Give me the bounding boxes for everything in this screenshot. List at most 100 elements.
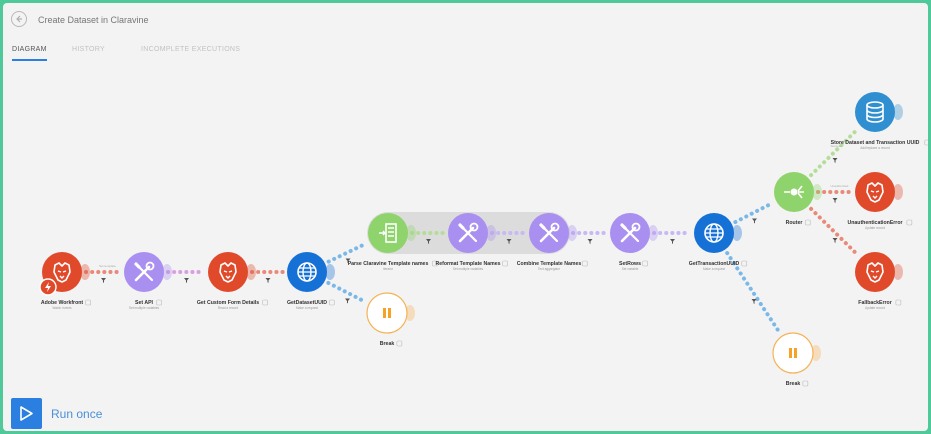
module-info-icon[interactable]	[895, 299, 902, 306]
module-connector[interactable]	[812, 184, 822, 200]
module-label: Parse Claravine Template names	[348, 261, 429, 267]
module-bubble[interactable]	[368, 213, 408, 253]
module-connector[interactable]	[732, 225, 742, 241]
module-info-icon[interactable]	[906, 219, 913, 226]
module-info-icon[interactable]	[581, 260, 588, 267]
filter-icon[interactable]	[345, 258, 351, 264]
filter-icon[interactable]	[345, 298, 350, 304]
filter-icon[interactable]	[832, 238, 838, 243]
module-info-icon[interactable]	[328, 299, 335, 306]
module-label: SetRows	[619, 261, 641, 267]
module-break-2[interactable]: Break	[772, 332, 821, 387]
tab-history[interactable]: HISTORY	[72, 46, 105, 53]
module-info-icon[interactable]	[802, 380, 809, 387]
connection-router-to-fallback-error	[809, 206, 860, 258]
module-break-1[interactable]: Break	[366, 292, 415, 347]
module-connector[interactable]	[648, 225, 658, 241]
module-connector[interactable]	[486, 225, 496, 241]
module-info-icon[interactable]	[804, 219, 811, 226]
filter-icon[interactable]	[752, 218, 757, 224]
module-bubble[interactable]	[366, 292, 408, 334]
filter-icon[interactable]	[184, 278, 189, 283]
connection-line	[725, 251, 782, 335]
module-bubble[interactable]	[855, 92, 895, 132]
pause-icon	[789, 348, 797, 358]
module-connector[interactable]	[406, 225, 416, 241]
run-once-label[interactable]: Run once	[51, 407, 103, 421]
filter-icon[interactable]	[101, 278, 106, 283]
filter-icon[interactable]	[751, 299, 757, 304]
module-info-icon[interactable]	[156, 299, 162, 306]
module-sublabel: Set variable	[622, 267, 639, 271]
run-once-button[interactable]	[11, 398, 42, 429]
connection-get-dataset-uuid-to-break-1	[326, 280, 368, 305]
module-info-icon[interactable]	[642, 260, 648, 267]
module-connector[interactable]	[567, 225, 577, 241]
connection-get-transaction-uuid-to-break-2	[725, 251, 782, 335]
back-button[interactable]	[11, 11, 27, 27]
module-info-icon[interactable]	[924, 139, 928, 146]
module-label: FallbackError	[858, 300, 891, 306]
lion-icon	[53, 262, 71, 283]
module-bubble[interactable]	[772, 332, 814, 374]
connection-adobe-workfront-to-set-api: Set template	[84, 264, 122, 283]
module-sublabel: Set multiple variables	[453, 267, 484, 271]
module-sublabel: Make a request	[703, 267, 725, 271]
module-connector[interactable]	[246, 264, 256, 280]
filter-icon[interactable]	[426, 239, 431, 244]
module-info-icon[interactable]	[396, 340, 403, 347]
filter-icon[interactable]	[670, 239, 675, 244]
globe-icon	[704, 223, 724, 243]
module-bubble[interactable]	[855, 172, 895, 212]
scenario-editor: Create Dataset in Claravine DIAGRAM HIST…	[3, 3, 928, 431]
lion-icon	[219, 262, 237, 283]
module-connector[interactable]	[811, 345, 821, 361]
tab-diagram[interactable]: DIAGRAM	[12, 46, 47, 61]
module-connector[interactable]	[405, 305, 415, 321]
module-bubble[interactable]	[208, 252, 248, 292]
arrow-left-icon	[16, 15, 22, 23]
module-connector[interactable]	[325, 264, 335, 280]
module-connector[interactable]	[893, 184, 903, 200]
connection-parse-templates-to-reformat-templates	[410, 231, 446, 244]
module-info-icon[interactable]	[85, 299, 91, 306]
filter-icon[interactable]	[832, 198, 838, 203]
module-connector[interactable]	[893, 264, 903, 280]
module-info-icon[interactable]	[262, 299, 268, 306]
play-icon	[20, 406, 33, 421]
filter-icon[interactable]	[265, 278, 271, 283]
module-store-dataset[interactable]: Store Dataset and Transaction UUIDAdd/re…	[831, 92, 928, 150]
tab-incomplete-executions[interactable]: INCOMPLETE EXECUTIONS	[141, 46, 241, 53]
filter-icon[interactable]	[506, 239, 512, 244]
connection-set-rows-to-get-transaction-uuid	[652, 231, 692, 244]
module-info-icon[interactable]	[431, 260, 438, 267]
filter-icon[interactable]	[587, 239, 593, 244]
lion-icon	[866, 182, 884, 203]
module-label: Break	[786, 381, 801, 387]
globe-icon	[297, 262, 317, 282]
module-info-icon[interactable]	[502, 260, 508, 267]
scenario-title: Create Dataset in Claravine	[38, 15, 149, 25]
module-connector[interactable]	[162, 264, 172, 280]
module-label: Router	[786, 220, 803, 226]
module-connector[interactable]	[893, 104, 903, 120]
module-router[interactable]: Router	[774, 172, 822, 226]
filter-icon[interactable]	[832, 158, 838, 163]
lightning-icon	[39, 278, 57, 296]
connection-get-transaction-uuid-to-router	[733, 200, 775, 225]
wrench-screwdriver-icon	[539, 222, 560, 243]
module-bubble[interactable]	[855, 252, 895, 292]
module-connector[interactable]	[80, 264, 90, 280]
module-info-icon[interactable]	[741, 260, 748, 267]
